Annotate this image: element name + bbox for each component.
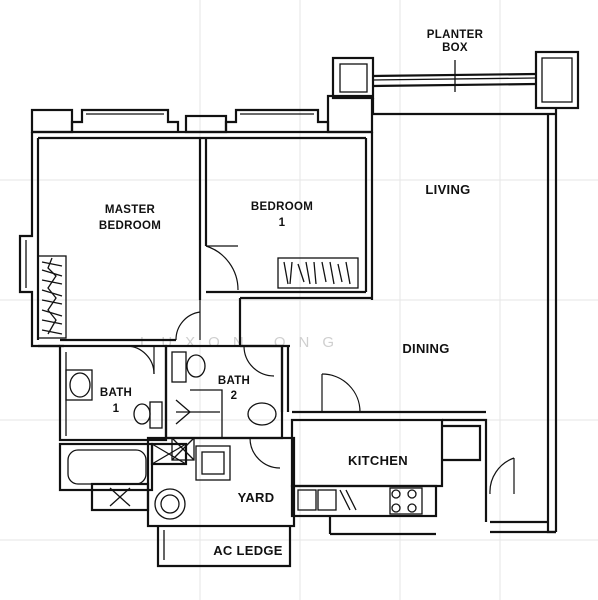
kitchen-label: KITCHEN: [348, 453, 408, 468]
yard-label: YARD: [238, 490, 275, 505]
bath-1: [58, 344, 188, 492]
bath-1-label: BATH: [100, 387, 132, 399]
living-label: LIVING: [425, 182, 470, 197]
planter-box-label: BOX: [442, 42, 468, 54]
outer-walls: [18, 94, 558, 534]
bedroom-1-wardrobe: [277, 257, 359, 289]
bath-2: [164, 344, 284, 461]
master-bedroom-label: BEDROOM: [99, 220, 161, 232]
dining-label: DINING: [402, 341, 449, 356]
planter-box: [331, 50, 580, 116]
yard: [90, 436, 296, 528]
bath-2-label: 2: [231, 390, 238, 402]
master-bedroom-label: MASTER: [105, 204, 156, 216]
bath-2-label: BATH: [218, 375, 250, 387]
doors: [175, 245, 549, 500]
ac-ledge: [156, 526, 292, 568]
bath-1-label: 1: [113, 403, 120, 415]
master-bedroom-wardrobe: [37, 255, 67, 339]
bedroom-1-label: 1: [279, 217, 286, 229]
bedroom-1-label: BEDROOM: [251, 201, 313, 213]
room-labels: PLANTER BOX MASTER BEDROOM BEDROOM 1 LIV…: [99, 29, 484, 558]
planter-box-label: PLANTER: [427, 29, 484, 41]
ac-ledge-label: AC LEDGE: [213, 543, 283, 558]
kitchen: [290, 373, 488, 536]
